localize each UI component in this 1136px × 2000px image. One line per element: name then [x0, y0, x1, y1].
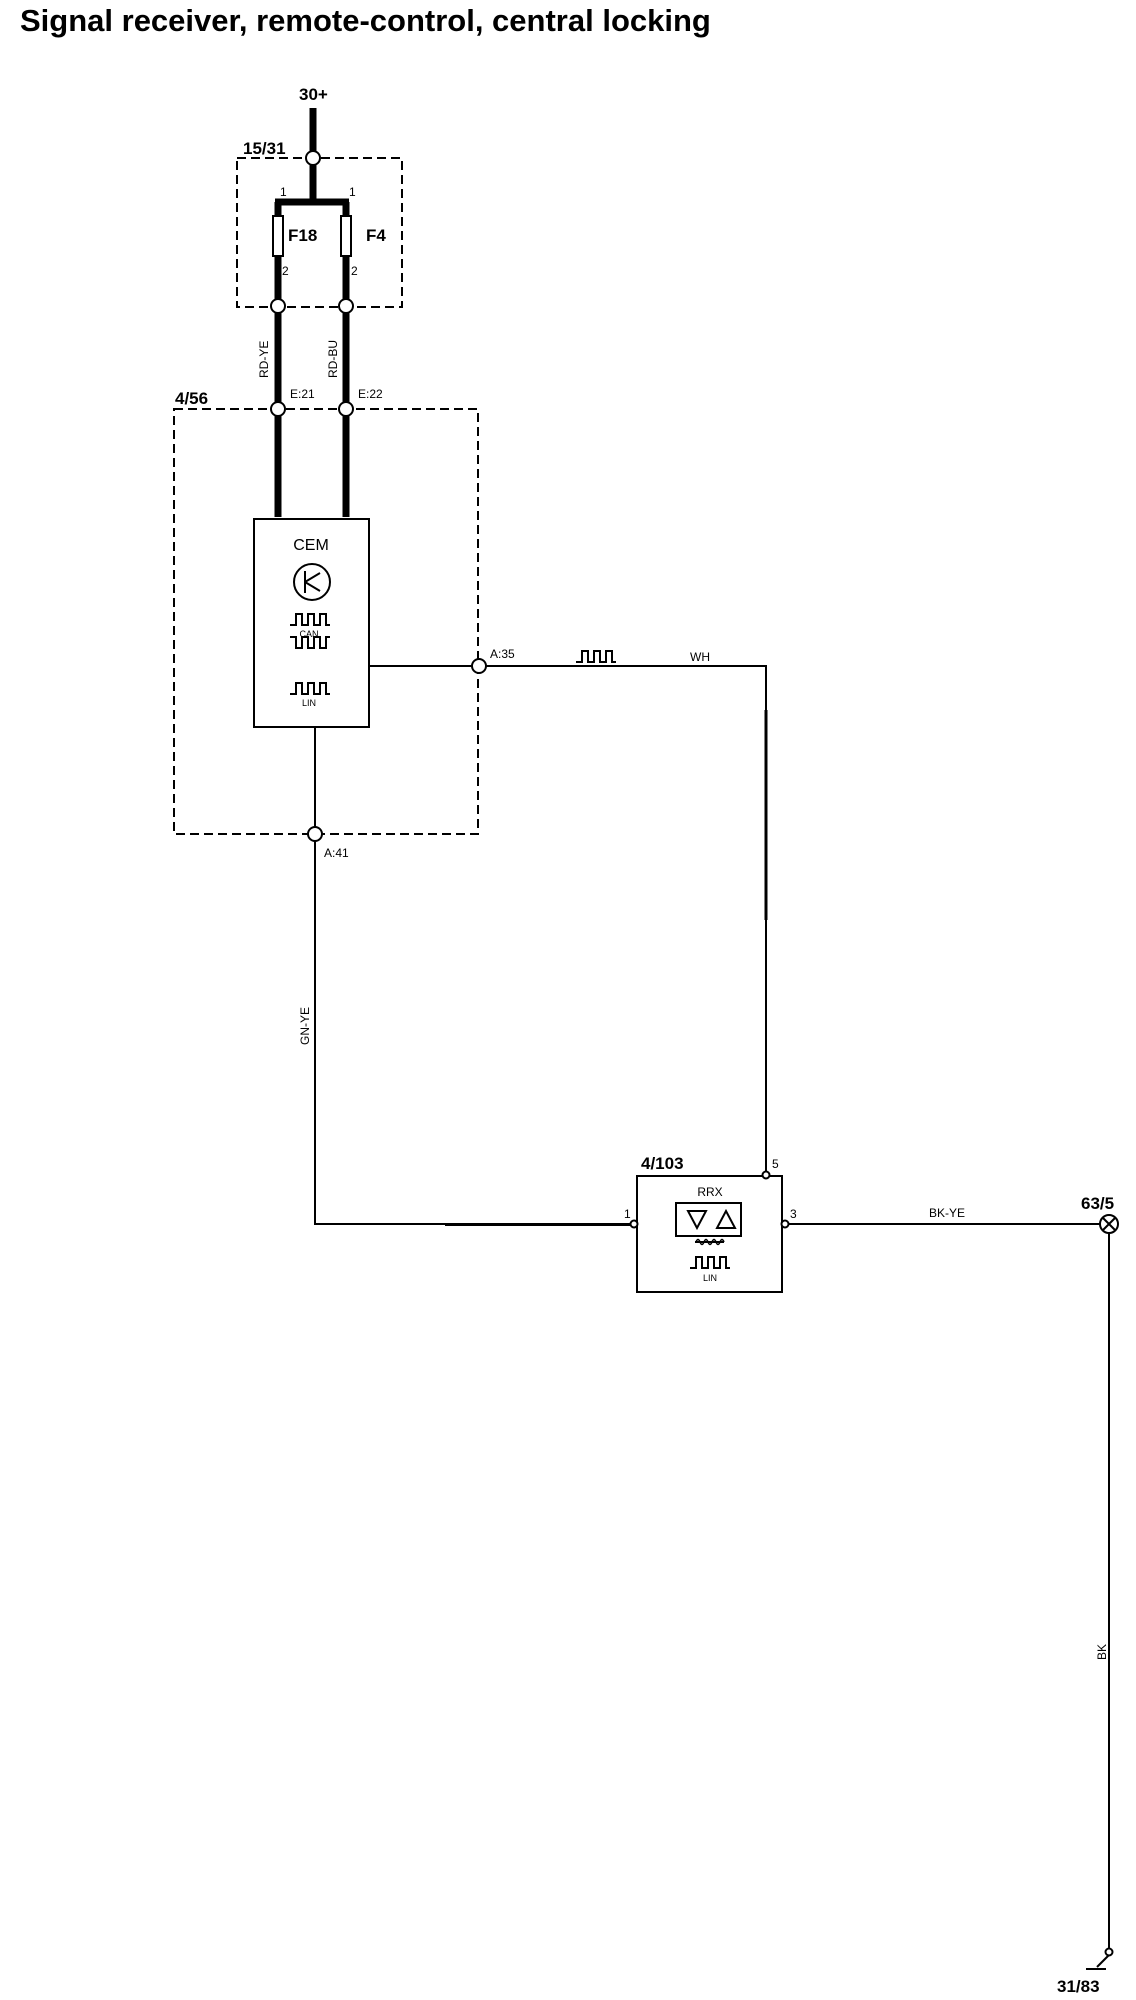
diagram-title: Signal receiver, remote-control, central…: [20, 3, 711, 38]
cem-box: [253, 518, 370, 728]
ground-id: 31/83: [1057, 1977, 1100, 1996]
supply-label: 30+: [299, 85, 328, 104]
cem-pin-a35-label: A:35: [490, 647, 515, 661]
transistor-icon: [293, 563, 331, 601]
ground-point-id: 63/5: [1081, 1194, 1114, 1213]
receiver-pin-3-node: [780, 1219, 790, 1229]
fuse-f4-output-node: [338, 298, 354, 314]
fuse-f4-pin-out: 2: [351, 264, 358, 278]
receiver-pin-5-node: [761, 1170, 771, 1180]
cem-pin-a41-node: [307, 826, 323, 842]
cem-module-id: 4/56: [175, 389, 208, 408]
receiver-lin-signal-icon: [690, 1256, 730, 1269]
wh-signal-icon: [576, 650, 616, 663]
fuse-f4-symbol: [340, 215, 352, 257]
cem-pin-e22-label: E:22: [358, 387, 383, 401]
cem-name: CEM: [293, 537, 329, 554]
wire-bk-ye-label: BK-YE: [929, 1206, 965, 1220]
receiver-pin-3-label: 3: [790, 1207, 797, 1221]
fuse-f18-pin-out: 2: [282, 264, 289, 278]
fuse-f18-output-node: [270, 298, 286, 314]
fuse-box-input-node: [305, 150, 321, 166]
remote-signal-icon: [675, 1202, 742, 1246]
cem-pin-e21-node: [270, 401, 286, 417]
cem-pin-a41-label: A:41: [324, 846, 349, 860]
receiver-pin-1-label: 1: [624, 1207, 631, 1221]
wire-bk-label: BK: [1095, 1644, 1109, 1660]
can-signal-icon: [290, 613, 330, 649]
fuse-box-id: 15/31: [243, 139, 286, 158]
wh-wire: [486, 665, 767, 1172]
fuse-f4-pin-in: 1: [349, 185, 356, 199]
wire-wh-label: WH: [690, 650, 710, 664]
cem-pin-e21-label: E:21: [290, 387, 315, 401]
cem-can-label: CAN: [299, 629, 318, 639]
fuse-f4-label: F4: [366, 226, 386, 245]
cem-pin-a35-node: [471, 658, 487, 674]
receiver-lin-label: LIN: [703, 1273, 717, 1283]
receiver-pin-5-label: 5: [772, 1157, 779, 1171]
cem-pin-e22-node: [338, 401, 354, 417]
gn-ye-wire: [314, 841, 630, 1225]
fuse-f18-symbol: [272, 215, 284, 257]
receiver-pin-1-node: [629, 1219, 639, 1229]
receiver-name: RRX: [697, 1185, 722, 1199]
wire-gn-ye-label: GN-YE: [298, 1007, 312, 1045]
wire-rd-bu-label: RD-BU: [326, 340, 340, 378]
ground-point-icon: [1099, 1214, 1119, 1234]
receiver-box: [636, 1175, 783, 1293]
fuse-box-outline: [236, 157, 403, 308]
fuse-f18-label: F18: [288, 226, 317, 245]
cem-lin-label: LIN: [302, 698, 316, 708]
fuse-f18-pin-in: 1: [280, 185, 287, 199]
cem-lin-signal-icon: [290, 682, 330, 695]
ground-icon: [1086, 1947, 1114, 1970]
wire-rd-ye-label: RD-YE: [257, 341, 271, 378]
receiver-id: 4/103: [641, 1154, 684, 1173]
